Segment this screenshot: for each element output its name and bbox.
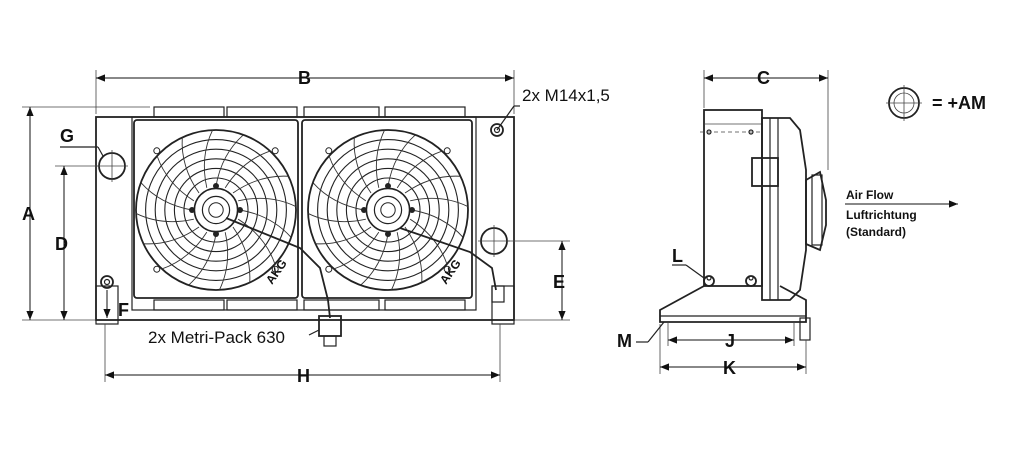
dim-label-f: F — [118, 300, 129, 320]
dim-label-g: G — [60, 126, 74, 146]
note-port-thread: 2x M14x1,5 — [522, 86, 610, 105]
am-port-icon — [886, 85, 922, 121]
dim-label-c: C — [757, 68, 770, 88]
wire-harness — [225, 217, 331, 319]
right-bracket — [491, 285, 515, 325]
wire-harness-right — [399, 227, 497, 291]
side-core — [703, 109, 763, 287]
left-bracket — [95, 285, 119, 325]
top-fin-strip — [153, 106, 466, 118]
fan-shroud-left — [133, 119, 299, 299]
dim-label-b: B — [298, 68, 311, 88]
dim-label-l: L — [672, 246, 683, 266]
airflow-label-en: Air Flow — [846, 188, 894, 202]
dim-label-e: E — [553, 272, 565, 292]
side-view — [659, 109, 827, 341]
side-shroud — [761, 117, 807, 301]
connector-metri-pack — [318, 285, 505, 347]
port-g-inlet — [96, 150, 128, 182]
side-dimensions — [636, 70, 958, 374]
brand-mark-right: AKG — [437, 257, 464, 287]
fan-shroud-right — [301, 119, 473, 299]
dim-label-m: M — [617, 331, 632, 351]
note-connector: 2x Metri-Pack 630 — [148, 328, 285, 347]
brand-mark-left: AKG — [263, 257, 290, 287]
m14-plug-top — [490, 123, 504, 137]
m14-plug-bottom — [100, 275, 114, 289]
outer-frame — [95, 116, 515, 321]
airflow-label-std: (Standard) — [846, 225, 906, 239]
screw-l — [703, 275, 715, 287]
dim-label-h: H — [297, 366, 310, 386]
dim-label-j: J — [725, 331, 735, 351]
screw-right — [745, 275, 757, 287]
fan-guard-left — [135, 129, 297, 291]
am-label: = +AM — [932, 93, 986, 113]
bottom-fin-strip — [153, 299, 466, 311]
front-dimensions — [22, 70, 570, 382]
airflow-label-de: Luftrichtung — [846, 208, 917, 222]
dim-label-d: D — [55, 234, 68, 254]
front-view: AKG AKG — [95, 106, 515, 347]
dim-label-a: A — [22, 204, 35, 224]
dim-label-k: K — [723, 358, 736, 378]
side-motor — [805, 170, 827, 252]
side-connector — [751, 157, 779, 187]
port-e-outlet — [478, 225, 510, 257]
side-base-foot — [659, 285, 807, 323]
fan-guard-right — [307, 129, 469, 291]
